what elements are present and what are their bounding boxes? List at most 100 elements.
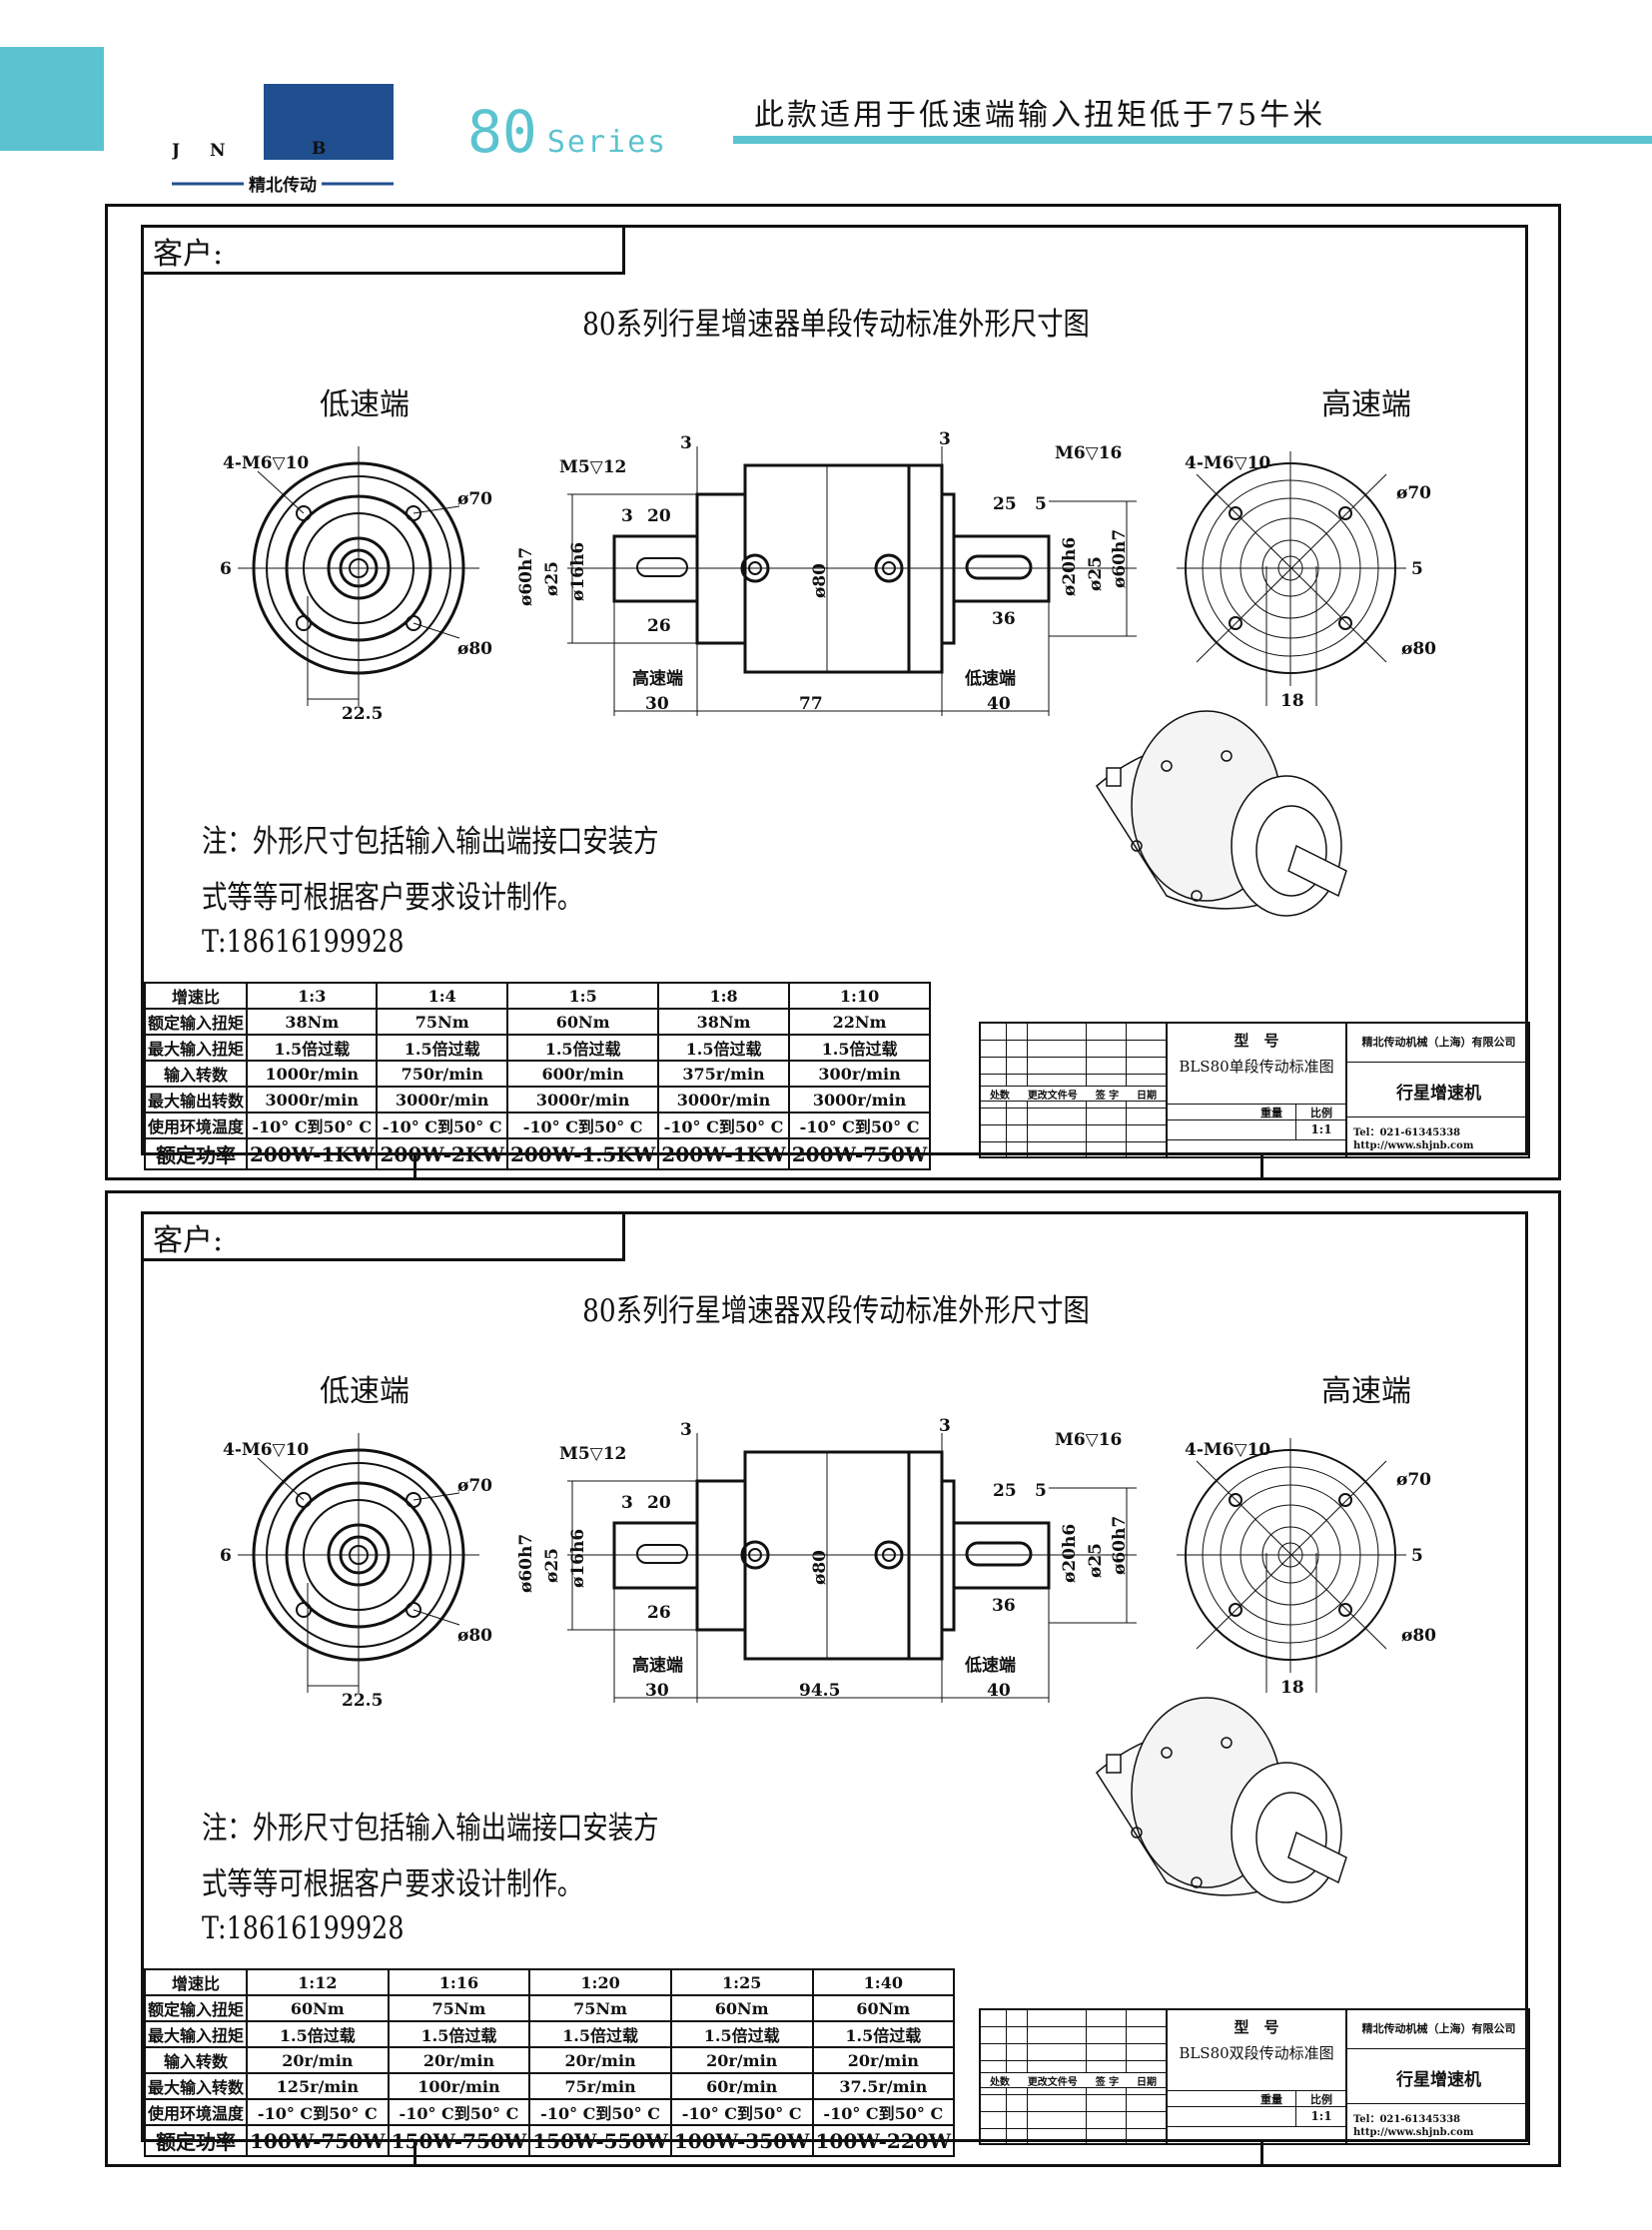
drawing-title: 80系列行星增速器双段传动标准外形尺寸图 xyxy=(582,1293,1090,1329)
company-name: 精北传动机械（上海）有限公司 xyxy=(1361,2022,1516,2035)
row-label: 最大输出转数 xyxy=(143,1086,249,1114)
row-label: 额定输入扭矩 xyxy=(143,1994,249,2022)
scale-label: 比例 xyxy=(1310,1107,1332,1119)
dimension-label: 3 xyxy=(939,1416,951,1436)
dimension-label: 4-M6▽10 xyxy=(223,1440,309,1460)
teal-corner-block xyxy=(0,47,104,151)
table-cell: -10° C到50° C xyxy=(246,1112,379,1139)
table-cell: 1.5倍过载 xyxy=(669,2020,814,2048)
company-tel: Tel：021-61345338 xyxy=(1353,2114,1461,2125)
company-website[interactable]: http://www.shjnb.com xyxy=(1353,2127,1474,2138)
drawing-sheet-1: 客户: 80系列行星增速器单段传动标准外形尺寸图 低速端 4-M6▽10 ø70… xyxy=(105,204,1561,1180)
table-cell: 3000r/min xyxy=(787,1086,932,1114)
dimension-label: ø80 xyxy=(457,1626,492,1646)
drawing-sheet-2: 客户: 80系列行星增速器双段传动标准外形尺寸图 低速端 4-M6▽10 ø70… xyxy=(105,1190,1561,2167)
table-cell: -10° C到50° C xyxy=(528,2098,672,2126)
weight-label: 重量 xyxy=(1260,1107,1282,1119)
svg-text:精北传动: 精北传动 xyxy=(249,175,317,194)
dimension-label: 低速端 xyxy=(964,668,1016,689)
dimension-label: 低速端 xyxy=(320,387,410,422)
table-cell: 22Nm xyxy=(787,1008,932,1036)
product-name: 行星增速机 xyxy=(1396,2070,1481,2090)
dimension-label: ø80 xyxy=(1401,639,1436,659)
dimension-label: 22.5 xyxy=(342,704,383,724)
svg-text:B: B xyxy=(312,139,326,159)
model-label: 型 号 xyxy=(1234,2018,1279,2036)
dimension-label: ø80 xyxy=(457,639,492,659)
dimension-label: ø25 xyxy=(1086,1543,1106,1578)
table-cell: 20r/min xyxy=(246,2046,390,2074)
dimension-label: M6▽16 xyxy=(1055,443,1122,463)
title-block: 处数 更改文件号 签 字 日期 型 号 BLS80双段传动标准图 重量 比例 1… xyxy=(979,2008,1530,2145)
row-label: 最大输入转数 xyxy=(143,2072,249,2100)
dimension-label: ø70 xyxy=(457,489,492,509)
frame-tick xyxy=(1260,1155,1263,1180)
dimension-label: 4-M6▽10 xyxy=(223,453,309,473)
table-cell: 60Nm xyxy=(505,1008,660,1036)
dimension-label: ø80 xyxy=(810,563,830,598)
table-cell: 200W-1KW xyxy=(657,1137,790,1170)
table-cell: 100W-220W xyxy=(811,2124,956,2157)
table-cell: 1.5倍过载 xyxy=(246,2020,390,2048)
dimension-label: 低速端 xyxy=(320,1374,410,1409)
table-cell: 100r/min xyxy=(387,2072,531,2100)
dimension-label: 5 xyxy=(1411,1546,1423,1566)
dimension-label: ø20h6 xyxy=(1060,1524,1080,1583)
phone-number: T:18616199928 xyxy=(202,924,405,960)
side-view: 3 3 M5▽12 M6▽16 3 20 26 25 5 36 高速端 低速端 … xyxy=(516,1416,1137,1703)
dimension-label: ø80 xyxy=(810,1550,830,1585)
row-label: 额定功率 xyxy=(143,1137,249,1170)
row-label: 使用环境温度 xyxy=(143,1112,249,1139)
drawing-title: 80系列行星增速器单段传动标准外形尺寸图 xyxy=(582,307,1090,343)
table-cell: 37.5r/min xyxy=(811,2072,956,2100)
3d-render xyxy=(1096,1697,1347,1903)
table-cell: 75Nm xyxy=(387,1994,531,2022)
table-cell: 3000r/min xyxy=(657,1086,790,1114)
customer-field[interactable]: 客户: xyxy=(141,225,625,275)
svg-text:J: J xyxy=(172,141,180,161)
dimension-label: 高速端 xyxy=(1321,387,1411,422)
dimension-label: 26 xyxy=(647,616,671,636)
table-cell: 1:3 xyxy=(246,982,379,1010)
dimension-label: ø80 xyxy=(1401,1626,1436,1646)
dimension-label: M5▽12 xyxy=(559,1444,626,1464)
table-cell: 200W-2KW xyxy=(376,1137,508,1170)
table-cell: -10° C到50° C xyxy=(387,2098,531,2126)
table-cell: 20r/min xyxy=(387,2046,531,2074)
dimension-label: 26 xyxy=(647,1603,671,1623)
title-block: 处数 更改文件号 签 字 日期 型 号 BLS80单段传动标准图 重量 比例 1… xyxy=(979,1022,1530,1158)
table-cell: 1:12 xyxy=(246,1968,390,1996)
dimension-label: 25 xyxy=(993,494,1017,514)
table-cell: 375r/min xyxy=(657,1060,790,1088)
frame-tick xyxy=(1260,2142,1263,2167)
dimension-label: 77 xyxy=(799,694,823,714)
table-cell: 1.5倍过载 xyxy=(811,2020,956,2048)
3d-render xyxy=(1096,710,1347,917)
dimension-label: 6 xyxy=(220,1546,232,1566)
dimension-label: 4-M6▽10 xyxy=(1185,453,1270,473)
note-line: 注：外形尺寸包括输入输出端接口安装方 xyxy=(202,824,659,860)
row-label: 增速比 xyxy=(143,1968,249,1996)
table-cell: 1:16 xyxy=(387,1968,531,1996)
row-label: 输入转数 xyxy=(143,1060,249,1088)
jnb-logo: J N B 精北传动 xyxy=(172,84,394,194)
teal-bar xyxy=(733,136,1652,144)
scale-value: 1:1 xyxy=(1310,2109,1332,2123)
dimension-label: ø25 xyxy=(1086,556,1106,591)
table-cell: 100W-750W xyxy=(246,2124,390,2157)
table-cell: 3000r/min xyxy=(376,1086,508,1114)
dimension-label: ø60h7 xyxy=(516,1534,536,1593)
dimension-label: 18 xyxy=(1280,691,1304,711)
dimension-label: 4-M6▽10 xyxy=(1185,1440,1270,1460)
customer-field[interactable]: 客户: xyxy=(141,1211,625,1261)
company-website[interactable]: http://www.shjnb.com xyxy=(1353,1140,1474,1151)
